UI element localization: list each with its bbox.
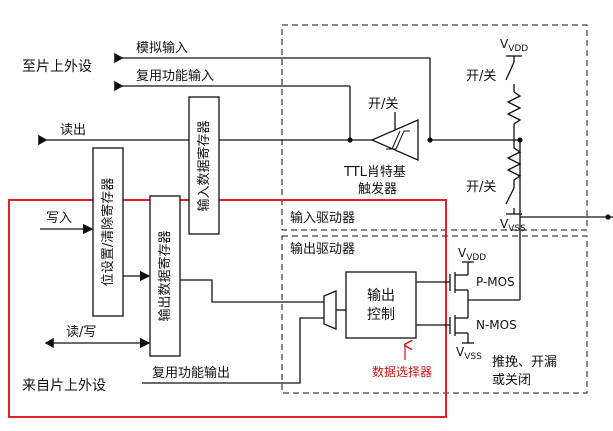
pulldown-switch (505, 187, 515, 205)
hysteresis-icon (386, 130, 410, 150)
alt-func-output-label: 复用功能输出 (152, 365, 230, 381)
bit-set-reset-register-label: 位设置/清除寄存器 (100, 178, 116, 286)
output-control-label-2: 控制 (367, 307, 395, 323)
p-mos-transistor (449, 261, 474, 310)
pullup-resistor (506, 91, 522, 140)
alt-func-input-label: 复用功能输入 (136, 68, 214, 84)
analog-input-label: 模拟输入 (136, 40, 188, 56)
output-driver-region (281, 235, 588, 394)
input-driver-label: 输入驱动器 (290, 210, 355, 226)
push-pull-label: 推挽、开漏 (492, 354, 557, 370)
pullup-switch (505, 61, 515, 81)
trigger-label: 触发器 (358, 181, 397, 197)
vdd-mos-label: VVDD (458, 246, 486, 263)
output-control-label-1: 输出 (367, 288, 395, 304)
junction-dot (605, 214, 611, 220)
n-mos-label: N-MOS (476, 318, 517, 332)
alt-func-output-line (142, 317, 324, 384)
n-mos-transistor (449, 310, 474, 344)
junction-dot (347, 137, 353, 143)
or-off-label: 或关闭 (492, 373, 531, 388)
input-data-register-label: 输入数据寄存器 (196, 120, 212, 211)
data-selector-label: 数据选择器 (372, 364, 432, 379)
highlight-box (8, 199, 447, 418)
input-driver-region (281, 24, 588, 231)
output-reg-to-mux-line (180, 279, 324, 303)
vss-bottom-label: VVSS (500, 217, 526, 234)
vss-mos-label: VVSS (456, 345, 482, 362)
pulldown-switch-label: 开/关 (466, 180, 496, 195)
from-peripheral-label: 来自片上外设 (22, 378, 106, 394)
vdd-top-label: VVDD (500, 37, 528, 54)
pullup-switch-label: 开/关 (466, 69, 496, 84)
to-peripheral-label: 至片上外设 (22, 59, 92, 75)
ttl-schmitt-label: TTL肖特基 (343, 165, 406, 180)
pulldown-resistor (506, 140, 522, 188)
output-data-register-label: 输出数据寄存器 (157, 230, 173, 321)
output-driver-label: 输出驱动器 (290, 241, 355, 257)
p-mos-label: P-MOS (476, 275, 515, 289)
data-selector-mux (323, 290, 337, 330)
output-control-block (345, 271, 417, 339)
read-out-label: 读出 (60, 123, 86, 138)
input-data-register (188, 96, 220, 235)
read-write-label: 读/写 (66, 325, 96, 340)
schmitt-switch-label: 开/关 (368, 97, 398, 112)
write-in-label: 写入 (46, 211, 72, 226)
